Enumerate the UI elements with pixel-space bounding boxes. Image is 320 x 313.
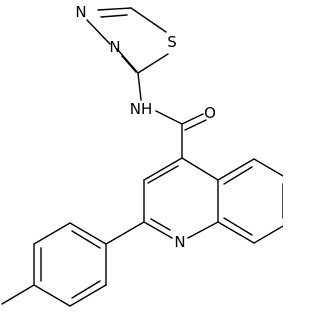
bond-ipso-ortho-a-inner (71, 230, 101, 249)
bond-c4a-c4 (181, 157, 219, 181)
bond-n1-c8a (187, 221, 219, 239)
bond-c2-ipso (105, 221, 145, 245)
bond-nh-carbonyl (155, 110, 183, 125)
bond-c2-n1 (143, 221, 173, 239)
bond-c8-c8a-inner (223, 217, 253, 236)
bond-c4-c3-inner (147, 165, 179, 184)
atom-label-o: O (204, 104, 216, 122)
bond-ortho-a-meta-a (33, 222, 71, 245)
bond-c8-c8a (217, 221, 255, 244)
bond-para-methyl (1, 284, 35, 305)
bond-c5-s1 (137, 53, 169, 74)
bond-para-meta-b (33, 284, 71, 307)
atom-label-s1: S (167, 33, 177, 51)
bond-n4-c5 (116, 48, 139, 74)
bond-c4a-c5 (217, 158, 255, 181)
bond-c2-n3 (97, 7, 132, 11)
bond-n3-n4 (86, 19, 111, 45)
bond-c4a-c5-inner (223, 166, 253, 185)
amide-linker (137, 72, 207, 159)
bond-c2-n1-inner (150, 218, 171, 231)
atom-label-n1: N (174, 233, 185, 251)
bond-c5-nh (137, 72, 142, 101)
thiadiazole-ring (86, 7, 169, 74)
quinoline-pyridine-ring (143, 157, 219, 239)
quinoline-benzo-ring (217, 158, 283, 244)
bond-c7-c8 (253, 225, 283, 244)
bond-carbonyl-o-double (184, 119, 207, 131)
atom-labels: N N S NH O N (75, 3, 216, 251)
bond-c5-c6 (253, 158, 283, 177)
bond-s1-c2 (130, 7, 167, 33)
bond-c4-c3 (143, 157, 183, 181)
atom-label-nh: NH (130, 100, 153, 118)
bond-n4-c5-inner (121, 55, 137, 73)
bond-c2-n3-inner (100, 14, 128, 18)
bond-meta-b-ortho-b (69, 284, 107, 307)
bond-ipso-ortho-a (69, 222, 107, 245)
molecule-drawing: N N S NH O N (1, 3, 283, 307)
structure-canvas: N N S NH O N (1, 3, 283, 307)
atom-label-n3: N (75, 3, 86, 21)
atom-label-n4: N (109, 38, 120, 56)
bond-carbonyl-o (181, 113, 204, 125)
bond-meta-b-ortho-b-inner (71, 280, 101, 299)
tolyl-ring (1, 221, 145, 307)
